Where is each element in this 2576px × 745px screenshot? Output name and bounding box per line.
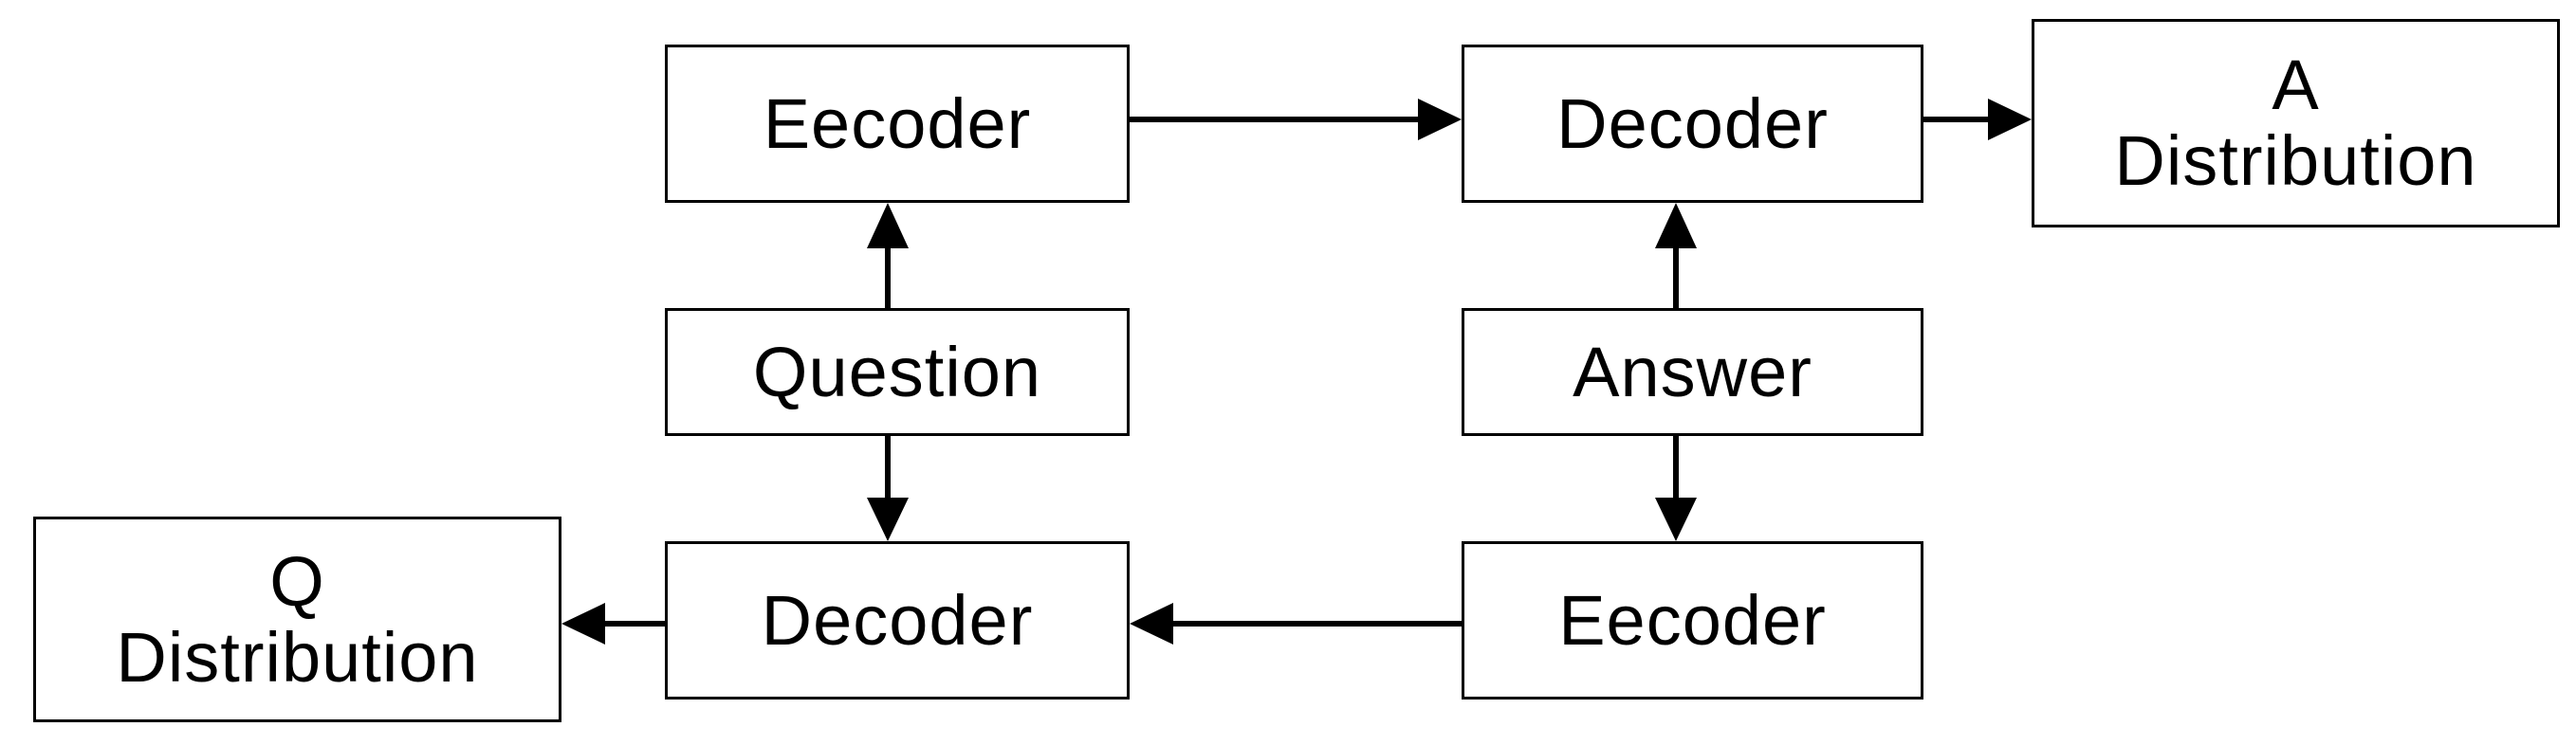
q-distribution-line2: Distribution [116, 617, 479, 697]
arrow-decoder-to-a-distribution [1923, 99, 2032, 140]
decoder-question-label: Decoder [761, 580, 1034, 660]
encoder-answer-node: Eecoder [1462, 541, 1923, 700]
a-distribution-line1: A [2272, 45, 2320, 125]
arrow-question-to-encoder [867, 203, 909, 308]
arrow-answer-to-decoder [1655, 203, 1697, 308]
a-distribution-node: A Distribution [2032, 19, 2560, 227]
answer-label: Answer [1573, 332, 1812, 411]
q-distribution-node: Q Distribution [33, 517, 561, 722]
arrow-encoder-to-decoder-question [1130, 603, 1462, 645]
decoder-answer-node: Decoder [1462, 45, 1923, 203]
arrow-answer-to-encoder [1655, 436, 1697, 541]
question-label: Question [752, 332, 1042, 411]
decoder-question-node: Decoder [665, 541, 1130, 700]
arrow-decoder-to-q-distribution [561, 603, 665, 645]
q-distribution-line1: Q [269, 541, 325, 621]
arrow-question-to-decoder [867, 436, 909, 541]
a-distribution-line2: Distribution [2114, 121, 2477, 200]
decoder-answer-label: Decoder [1556, 83, 1829, 163]
arrow-encoder-to-decoder-answer [1130, 99, 1462, 140]
question-node: Question [665, 308, 1130, 436]
encoder-answer-label: Eecoder [1558, 580, 1827, 660]
encoder-question-label: Eecoder [763, 83, 1032, 163]
encoder-question-node: Eecoder [665, 45, 1130, 203]
answer-node: Answer [1462, 308, 1923, 436]
